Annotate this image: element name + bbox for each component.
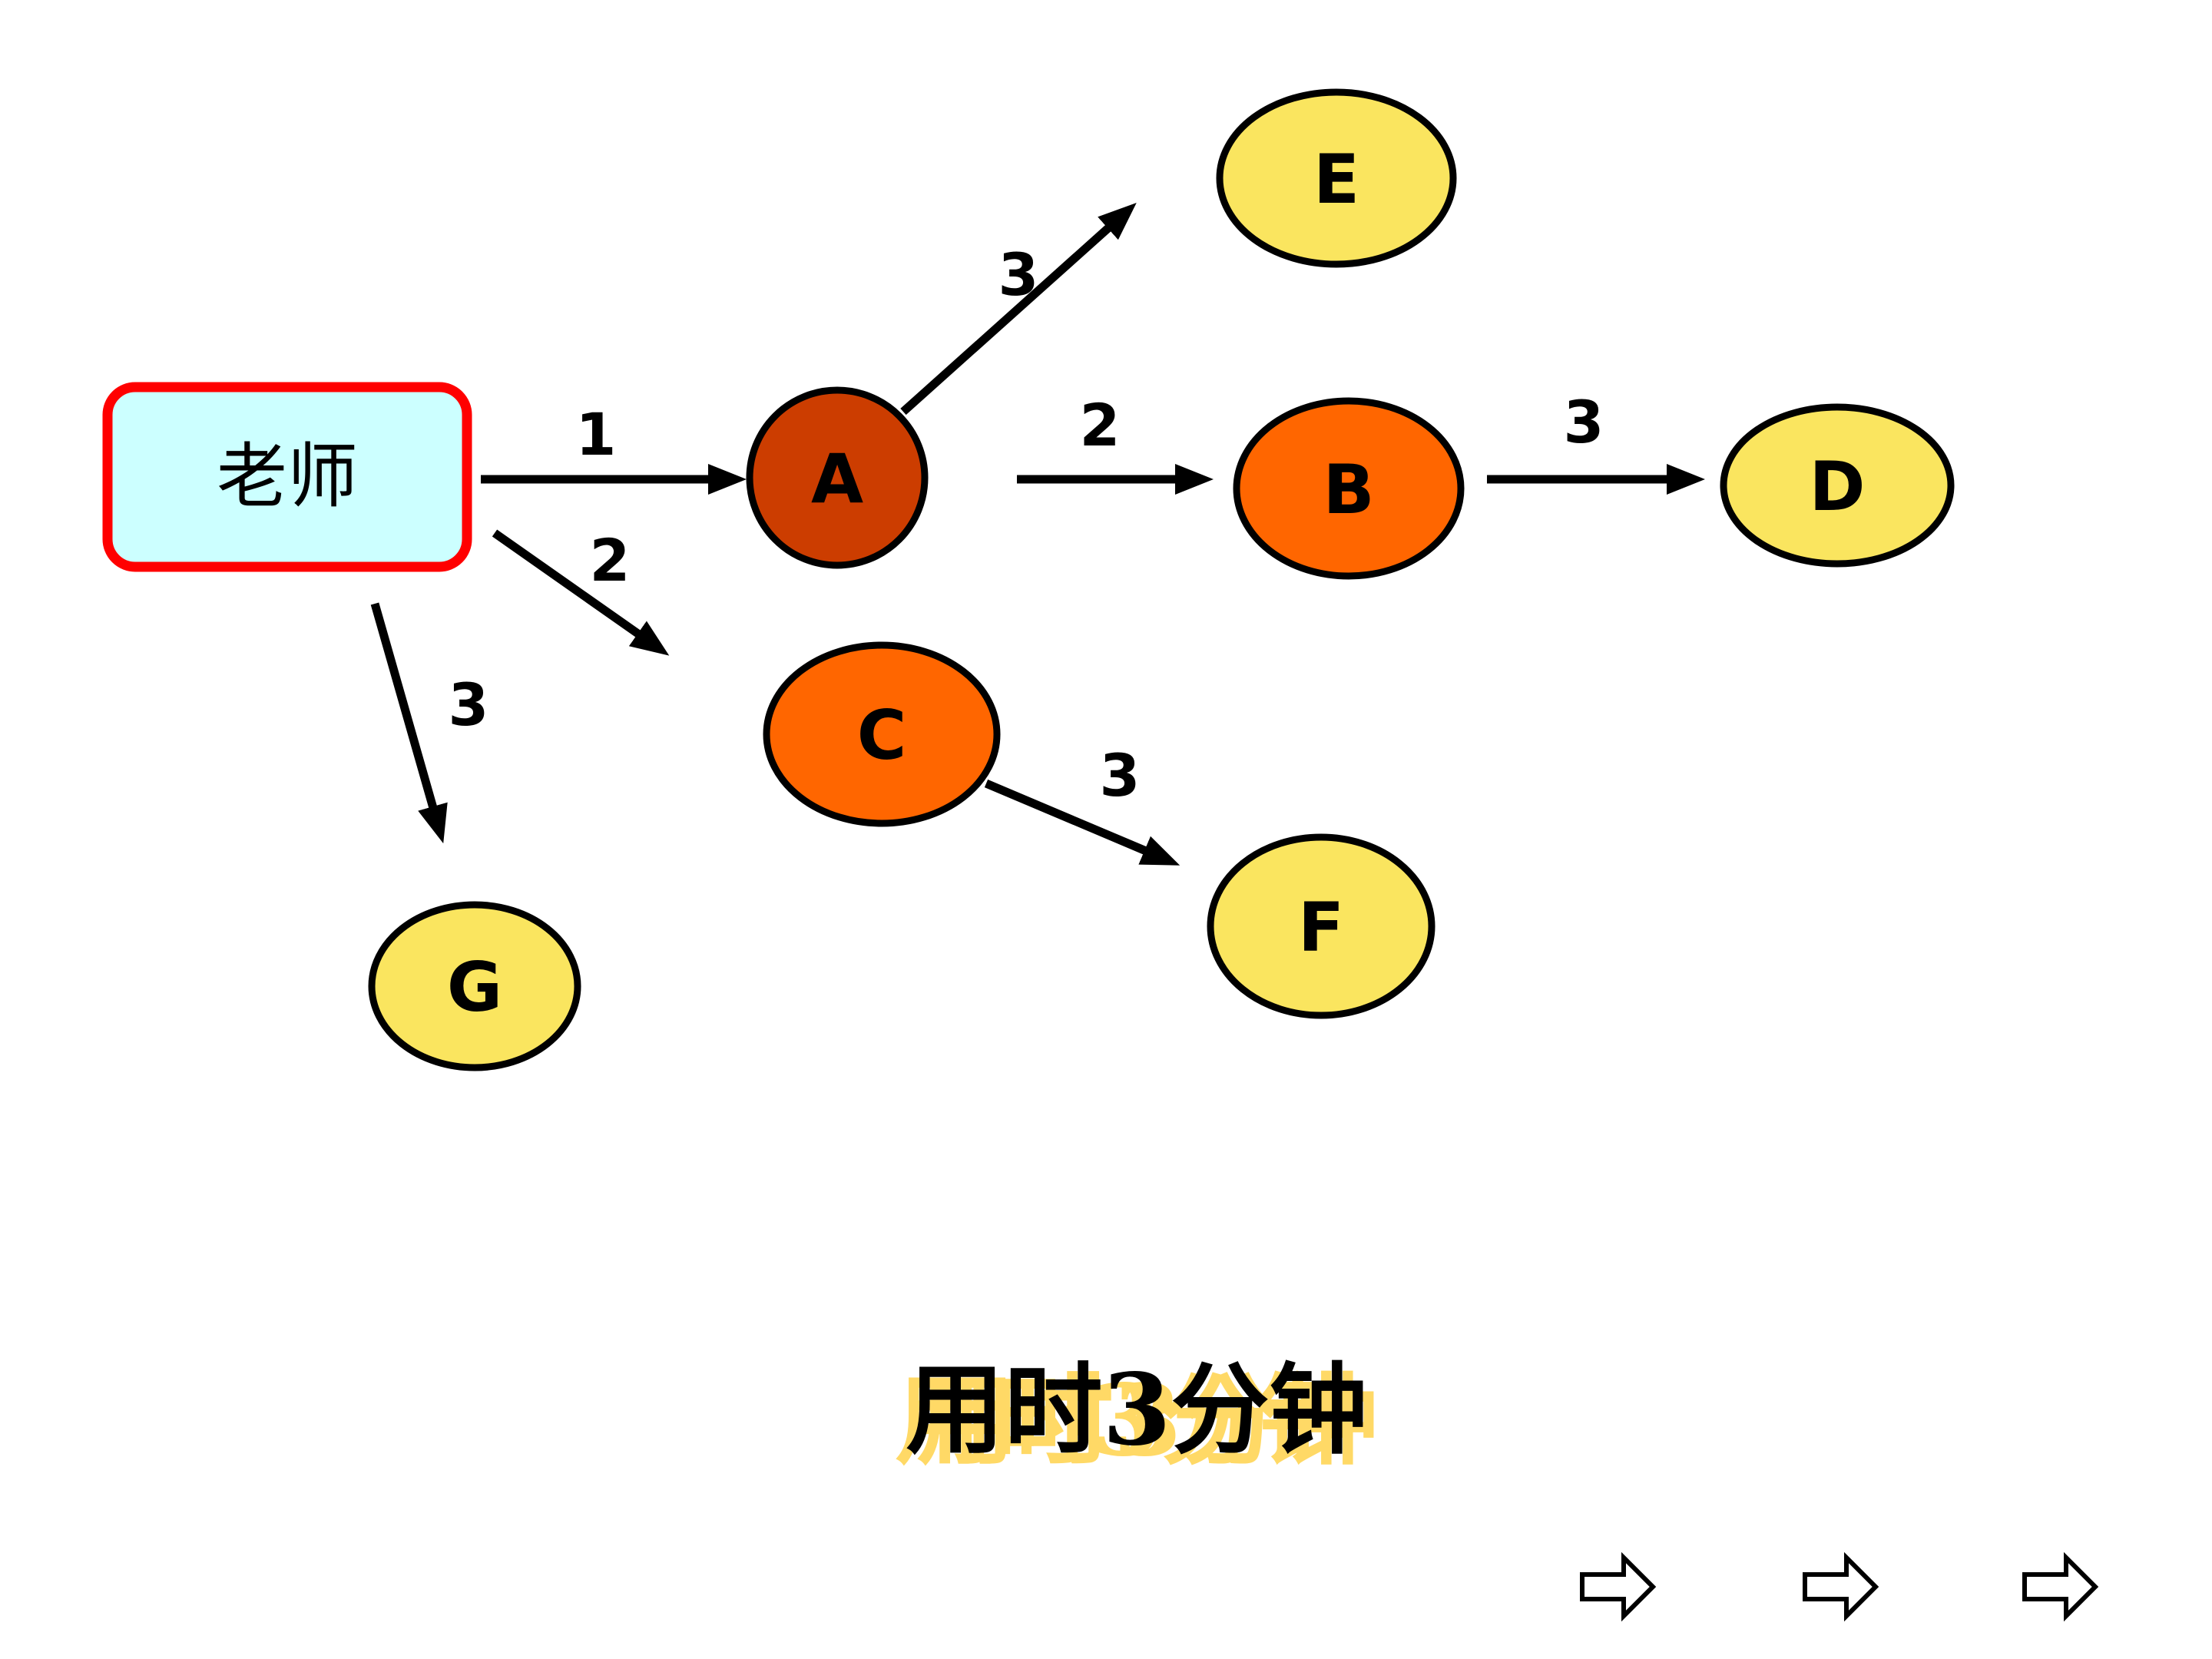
- edge-c-f-weight: 3: [1100, 741, 1141, 810]
- node-d-label: D: [1809, 447, 1865, 526]
- node-f-label: F: [1298, 888, 1344, 967]
- teacher-box-rect: [102, 382, 472, 572]
- node-d: D: [1720, 403, 1955, 568]
- node-e-ellipse: [1216, 88, 1457, 268]
- node-b: B: [1233, 397, 1465, 580]
- node-g-label: G: [447, 948, 502, 1027]
- caption-text: 用时3分钟: [906, 1353, 1367, 1468]
- footer-nav: [1580, 1551, 2099, 1622]
- node-c-ellipse: [763, 641, 1001, 827]
- edge-b-d-weight: 3: [1564, 388, 1604, 456]
- right-block-arrow-icon[interactable]: [1580, 1551, 1657, 1622]
- teacher-label: 老师: [217, 435, 358, 518]
- node-a: A: [746, 386, 929, 569]
- edge-c-f-arrow: [984, 779, 1181, 866]
- node-g: G: [368, 901, 581, 1071]
- node-f-ellipse: [1207, 833, 1435, 1019]
- node-b-ellipse: [1233, 397, 1465, 580]
- node-c: C: [763, 641, 1001, 827]
- edge-teacher-c-arrow: [492, 529, 670, 656]
- edge-teacher-a-weight: 1: [576, 400, 617, 469]
- caption-text-shadow: 用时3分钟: [916, 1363, 1378, 1479]
- node-c-label: C: [857, 696, 907, 775]
- edge-a-e-weight: 3: [998, 240, 1039, 309]
- node-e: E: [1216, 88, 1457, 268]
- edge-a-b-weight: 2: [1080, 391, 1121, 459]
- nodes-group: A B C D E F G: [368, 88, 1955, 1071]
- node-d-ellipse: [1720, 403, 1955, 568]
- teacher-box: 老师: [102, 382, 472, 572]
- caption-text-shadow: 用时3分钟: [895, 1363, 1356, 1479]
- edge-teacher-g-weight: 3: [449, 671, 489, 739]
- node-a-ellipse: [746, 386, 929, 569]
- edge-teacher-g-arrow: [370, 602, 448, 844]
- edge-weights-group: 1 3 2 3 2 3 3: [449, 240, 1604, 810]
- edge-a-e-arrow: [900, 202, 1137, 416]
- edges-group: [370, 202, 1705, 866]
- edge-teacher-c-weight: 2: [590, 526, 631, 594]
- caption: 用时3分钟 用时3分钟 用时3分钟: [895, 1353, 1378, 1479]
- node-g-ellipse: [368, 901, 581, 1071]
- node-f: F: [1207, 833, 1435, 1019]
- node-e-label: E: [1313, 140, 1359, 219]
- node-a-label: A: [811, 439, 863, 518]
- right-block-arrow-icon[interactable]: [1803, 1551, 1879, 1622]
- right-block-arrow-icon[interactable]: [2022, 1551, 2099, 1622]
- node-b-label: B: [1323, 450, 1374, 529]
